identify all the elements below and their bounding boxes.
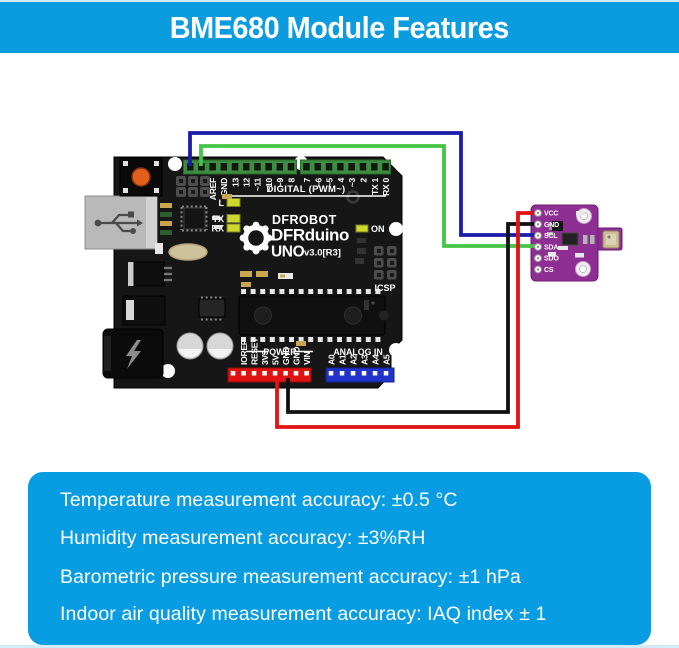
svg-text:13: 13 <box>230 177 240 186</box>
led-on-label: ON <box>371 224 385 234</box>
module-mount-holes <box>575 208 592 277</box>
digital-pin-labels: AREF GND 13 12 ~11 ~10 ~9 8 7 ~6 ~5 4 ~3… <box>208 177 391 200</box>
feature-line: Indoor air quality measurement accuracy:… <box>60 603 547 625</box>
analog-header <box>325 367 395 383</box>
wires <box>188 131 537 429</box>
icsp-label: ICSP <box>374 283 395 293</box>
power-header <box>227 367 312 383</box>
pad-header <box>176 176 210 197</box>
smd-components <box>155 194 369 346</box>
led-rx <box>226 223 241 233</box>
bme680-sensor-chip <box>602 230 620 249</box>
svg-text:IOREF: IOREF <box>239 340 249 365</box>
svg-text:A5: A5 <box>382 354 392 365</box>
module-smd-components <box>547 211 595 258</box>
svg-text:A1: A1 <box>338 354 348 365</box>
dfrobot-logo-icon <box>239 221 273 255</box>
svg-text:~6: ~6 <box>313 177 323 187</box>
uno-text: UNO <box>271 244 305 261</box>
svg-text:~10: ~10 <box>264 177 274 191</box>
svg-text:SDO: SDO <box>544 256 559 263</box>
svg-text:7: 7 <box>302 177 312 182</box>
svg-text:~11: ~11 <box>253 177 263 191</box>
voltage-regulator <box>128 261 172 287</box>
wire-vcc-red <box>275 211 537 429</box>
wire-sda-green <box>199 144 537 248</box>
digital-header <box>183 159 391 175</box>
svg-text:CS: CS <box>544 267 554 274</box>
svg-text:~9: ~9 <box>275 177 285 187</box>
usb-controller-chip <box>180 205 208 232</box>
svg-text:GND: GND <box>281 347 291 365</box>
capacitors <box>176 332 234 360</box>
svg-text:5V: 5V <box>271 355 281 365</box>
icsp-header: ICSP <box>374 246 397 293</box>
crystal-oscillator <box>168 243 208 261</box>
dc-power-jack <box>102 328 164 379</box>
svg-text:2: 2 <box>359 177 369 182</box>
svg-text:A3: A3 <box>360 354 370 365</box>
svg-text:~3: ~3 <box>347 177 357 187</box>
analog-pin-labels: A0 A1 A2 A3 A4 A5 <box>327 354 392 365</box>
bottom-edge <box>0 645 679 648</box>
svg-text:A2: A2 <box>349 354 359 365</box>
svg-text:A4: A4 <box>371 354 381 365</box>
svg-text:AREF: AREF <box>208 178 218 200</box>
module-pin-holes: VCC GND SCL SDA SDO CS <box>534 209 560 275</box>
model-text: DFRduino <box>271 226 349 245</box>
via-ring <box>346 190 360 204</box>
module-pin-labels: VCC GND SCL SDA SDO CS <box>544 211 560 275</box>
bme680-module <box>530 204 623 282</box>
svg-text:SCL: SCL <box>544 233 558 240</box>
svg-text:RX 0: RX 0 <box>381 177 391 195</box>
svg-text:GND: GND <box>544 222 559 229</box>
atmega-chip <box>238 289 389 342</box>
svg-text:GND: GND <box>292 347 302 365</box>
digital-section-label: DIGITAL (PWM~) <box>266 184 345 195</box>
title-banner: BME680 Module Features <box>0 2 679 53</box>
svg-text:4: 4 <box>336 177 346 182</box>
svg-text:VCC: VCC <box>544 211 558 218</box>
svg-text:GND: GND <box>219 178 229 196</box>
power-led: ON <box>355 224 385 234</box>
usb-port <box>84 195 158 250</box>
wire-scl-blue <box>188 131 537 237</box>
page-title: BME680 Module Features <box>169 9 510 45</box>
soic-chip <box>198 296 226 321</box>
svg-text:3V3: 3V3 <box>260 350 270 365</box>
power-section-label: POWER <box>263 347 297 357</box>
led-l-label: L <box>219 198 225 208</box>
feature-line: Barometric pressure measurement accuracy… <box>60 566 521 588</box>
features-panel: Temperature measurement accuracy: ±0.5 °… <box>28 472 651 645</box>
svg-text:A0: A0 <box>327 354 337 365</box>
feature-line: Humidity measurement accuracy: ±3%RH <box>60 527 426 549</box>
version-text: v3.0[R3] <box>304 248 341 259</box>
svg-text:~5: ~5 <box>325 177 335 187</box>
svg-text:TX 1: TX 1 <box>370 177 380 194</box>
svg-text:VIN: VIN <box>302 351 312 365</box>
svg-text:12: 12 <box>242 177 252 186</box>
svg-text:8: 8 <box>286 177 296 182</box>
top-edge <box>0 0 679 2</box>
analog-section-label: ANALOG IN <box>333 347 382 357</box>
usb-icon <box>99 213 137 233</box>
lightning-icon <box>126 340 141 369</box>
reset-button <box>119 157 163 197</box>
led-l <box>226 198 241 207</box>
led-tx <box>226 214 241 223</box>
svg-text:SDA: SDA <box>544 244 558 251</box>
transistor <box>122 295 166 326</box>
arduino-board: AREF GND 13 12 ~11 ~10 ~9 8 7 ~6 ~5 4 ~3… <box>84 156 403 389</box>
brand-text: DFROBOT <box>272 213 337 227</box>
feature-line: Temperature measurement accuracy: ±0.5 °… <box>60 489 458 511</box>
